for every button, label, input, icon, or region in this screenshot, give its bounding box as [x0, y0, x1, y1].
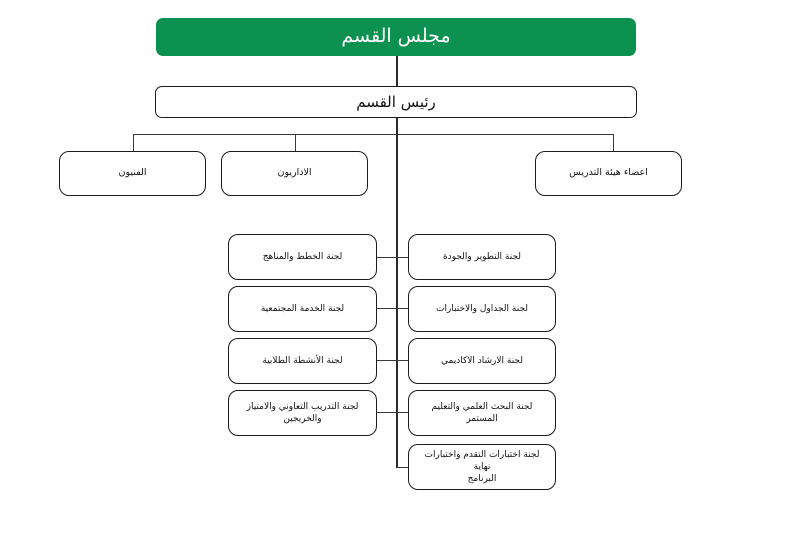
node-department-head[interactable]: رئيس القسم — [155, 86, 637, 118]
node-committee-development-quality-label: لجنة التطوير والجودة — [442, 251, 522, 262]
connector-committee-row-1 — [377, 257, 409, 259]
node-unit-technicians[interactable]: الفنيون — [59, 151, 206, 196]
node-committee-schedules-exams-label: لجنة الجداول والاختبارات — [435, 303, 528, 314]
node-unit-administrators[interactable]: الاداريون — [221, 151, 368, 196]
connector-committee-spine — [396, 134, 398, 468]
connector-drop-unit-3 — [613, 134, 615, 152]
connector-committee-row-3 — [377, 360, 409, 362]
connector-head-to-branchbar — [396, 118, 398, 135]
node-unit-faculty-members[interactable]: اعضاء هيئة التدريس — [535, 151, 682, 196]
node-committee-research-continuing-education-label: لجنة البحث العلمي والتعليم المستمر — [431, 401, 533, 424]
node-committee-research-continuing-education[interactable]: لجنة البحث العلمي والتعليم المستمر — [408, 390, 556, 436]
node-unit-faculty-members-label: اعضاء هيئة التدريس — [569, 167, 648, 179]
node-committee-progress-exit-exams[interactable]: لجنة اختبارات التقدم واختبارات نهاية الب… — [408, 444, 556, 490]
node-committee-community-service-label: لجنة الخدمة المجتمعية — [260, 303, 345, 314]
node-department-council[interactable]: مجلس القسم — [156, 18, 636, 56]
node-committee-coop-training-graduates[interactable]: لجنة التدريب التعاوني والامتياز والخريجي… — [228, 390, 377, 436]
node-committee-student-activities-label: لجنة الأنشطة الطلابية — [262, 355, 343, 366]
connector-unit-branch-bar — [133, 134, 614, 136]
node-unit-technicians-label: الفنيون — [118, 167, 147, 179]
node-committee-coop-training-graduates-label: لجنة التدريب التعاوني والامتياز والخريجي… — [246, 401, 359, 424]
node-committee-plans-curricula[interactable]: لجنة الخطط والمناهج — [228, 234, 377, 280]
node-committee-academic-advising-label: لجنة الارشاد الاكاديمي — [441, 355, 523, 366]
connector-drop-unit-1 — [133, 134, 135, 152]
connector-drop-unit-2 — [295, 134, 297, 152]
node-committee-student-activities[interactable]: لجنة الأنشطة الطلابية — [228, 338, 377, 384]
node-department-head-label: رئيس القسم — [356, 92, 436, 111]
node-committee-progress-exit-exams-label: لجنة اختبارات التقدم واختبارات نهاية الب… — [424, 449, 540, 485]
node-committee-community-service[interactable]: لجنة الخدمة المجتمعية — [228, 286, 377, 332]
connector-committee-row-5 — [396, 467, 409, 469]
node-committee-development-quality[interactable]: لجنة التطوير والجودة — [408, 234, 556, 280]
connector-committee-row-4 — [377, 412, 409, 414]
node-department-council-label: مجلس القسم — [341, 25, 451, 48]
connector-root-to-head — [396, 55, 398, 86]
connector-committee-row-2 — [377, 308, 409, 310]
node-unit-administrators-label: الاداريون — [277, 167, 312, 179]
node-committee-schedules-exams[interactable]: لجنة الجداول والاختبارات — [408, 286, 556, 332]
node-committee-plans-curricula-label: لجنة الخطط والمناهج — [262, 251, 343, 262]
node-committee-academic-advising[interactable]: لجنة الارشاد الاكاديمي — [408, 338, 556, 384]
